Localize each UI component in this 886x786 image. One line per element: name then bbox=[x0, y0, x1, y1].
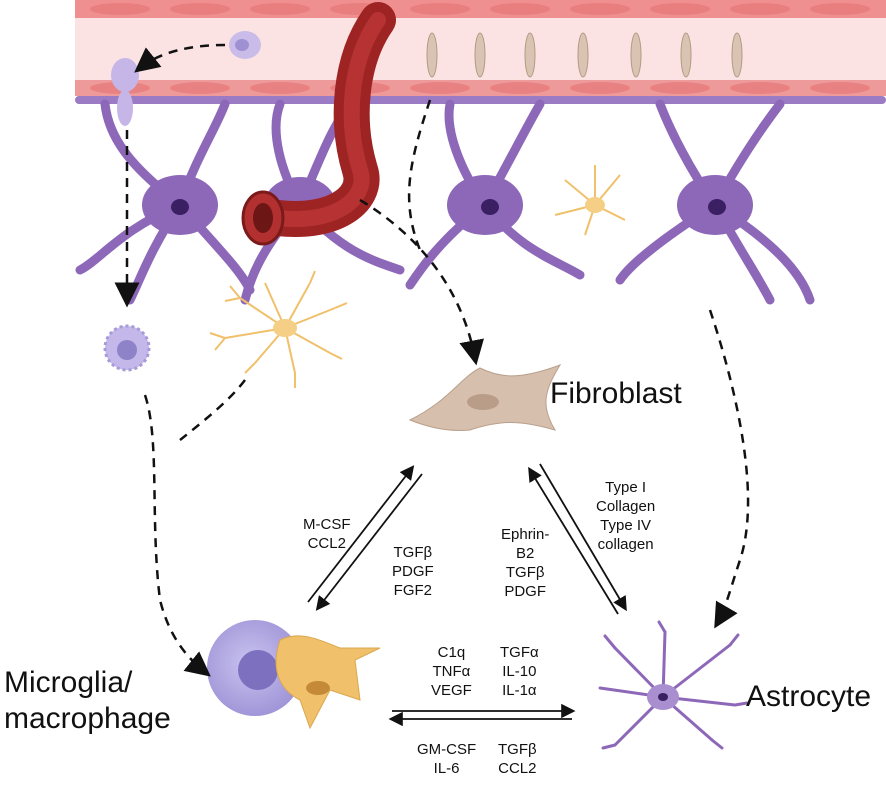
interaction-arrows bbox=[307, 463, 627, 727]
signal-tgfa-il10-il1a: TGFα IL-10 IL-1α bbox=[500, 644, 539, 699]
monocyte bbox=[103, 324, 151, 372]
arrow-fibroblast-to-astrocyte bbox=[539, 463, 627, 612]
monocyte-transmigrating bbox=[111, 31, 261, 126]
vessel-band bbox=[75, 0, 886, 104]
reactive-astrocyte bbox=[598, 620, 749, 750]
astrocyte-bodies bbox=[142, 175, 753, 235]
migration-arrows bbox=[114, 43, 750, 677]
signal-mcsf-ccl2: M-CSF CCL2 bbox=[303, 516, 351, 552]
ramified-microglia bbox=[209, 165, 626, 388]
signal-gmcsf-il6: GM-CSF IL-6 bbox=[417, 741, 477, 777]
fibroblast-cell bbox=[408, 364, 562, 431]
astrocyte-label: Astrocyte bbox=[746, 680, 872, 713]
blood-vessel bbox=[241, 2, 396, 246]
microglia-macrophage-cells bbox=[207, 620, 381, 730]
signal-collagen: Type I Collagen Type IV collagen bbox=[596, 479, 656, 553]
signal-c1q-tnfa-vegf: C1q TNFα VEGF bbox=[431, 644, 472, 699]
arrow-astrocyte-to-fibroblast bbox=[528, 466, 619, 615]
fibroblast-label: Fibroblast bbox=[550, 377, 682, 410]
arrow-fibroblast-to-microglia bbox=[315, 473, 423, 611]
signal-ephrin-tgfb-pdgf: Ephrin- B2 TGFβ PDGF bbox=[501, 526, 550, 600]
signal-tgfb-ccl2: TGFβ CCL2 bbox=[498, 741, 537, 777]
signal-tgfb-pdgf-fgf2: TGFβ PDGF FGF2 bbox=[392, 544, 434, 599]
microglia-label: Microglia/ macrophage bbox=[4, 666, 171, 735]
arrow-microglia-to-fibroblast bbox=[307, 465, 415, 603]
